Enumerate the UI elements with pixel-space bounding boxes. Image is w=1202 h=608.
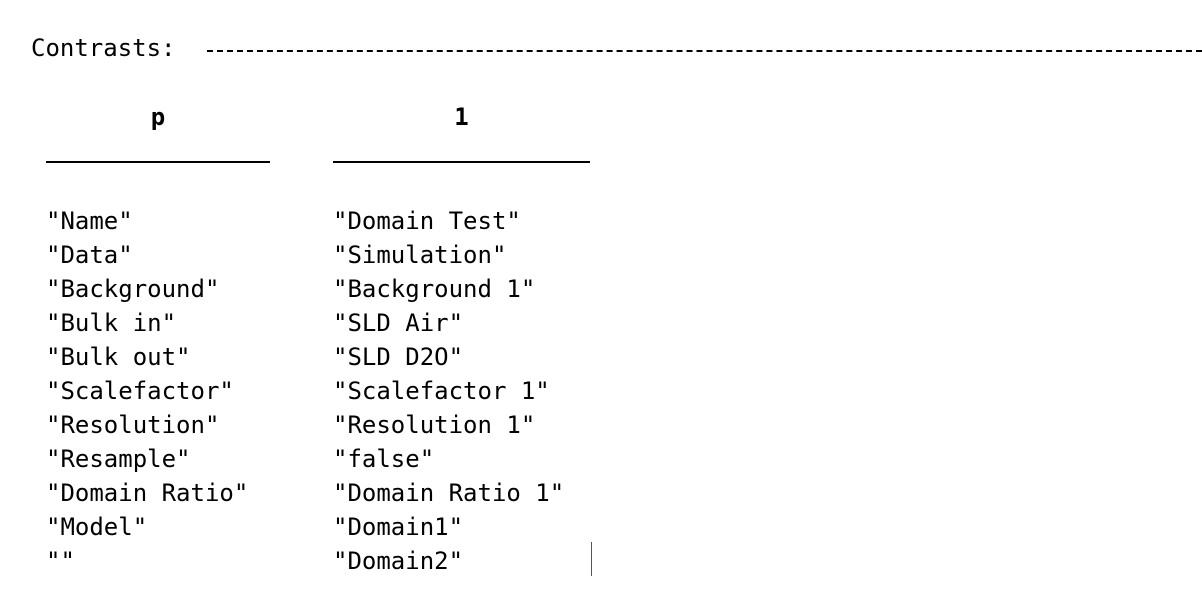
cell-value: "Domain1" (333, 513, 464, 541)
cell-key: "Resolution" (46, 411, 220, 439)
cell-value: "false" (333, 445, 435, 473)
text-cursor (591, 542, 592, 576)
column-rule-p (46, 161, 270, 163)
cell-key: "" (46, 547, 75, 575)
cell-value: "Domain Ratio 1" (333, 479, 565, 507)
heading-dashed-rule (207, 50, 1202, 52)
cell-value: "Domain Test" (333, 207, 521, 235)
cell-value: "Background 1" (333, 275, 536, 303)
cell-key: "Bulk in" (46, 309, 177, 337)
cell-key: "Data" (46, 241, 133, 269)
cell-key: "Domain Ratio" (46, 479, 249, 507)
column-rule-1 (333, 161, 590, 163)
column-1: 1 "Domain Test" "Simulation" "Background… (333, 100, 590, 578)
cell-value: "SLD Air" (333, 309, 464, 337)
cell-key: "Name" (46, 207, 133, 235)
cell-value: "Scalefactor 1" (333, 377, 550, 405)
cell-value: "Resolution 1" (333, 411, 536, 439)
column-cells-1: "Domain Test" "Simulation" "Background 1… (333, 204, 590, 578)
cell-key: "Background" (46, 275, 220, 303)
cell-value: "Simulation" (333, 241, 507, 269)
contrasts-heading: Contrasts: (31, 34, 176, 62)
column-header-1: 1 (454, 103, 469, 131)
cell-key: "Scalefactor" (46, 377, 234, 405)
cell-key: "Resample" (46, 445, 191, 473)
cell-value: "Domain2" (333, 547, 464, 575)
cell-key: "Model" (46, 513, 148, 541)
column-header-p: p (150, 103, 166, 131)
cell-key: "Bulk out" (46, 343, 191, 371)
cell-value: "SLD D2O" (333, 343, 464, 371)
column-p: p "Name" "Data" "Background" "Bulk in" "… (46, 100, 270, 578)
column-cells-p: "Name" "Data" "Background" "Bulk in" "Bu… (46, 204, 270, 578)
